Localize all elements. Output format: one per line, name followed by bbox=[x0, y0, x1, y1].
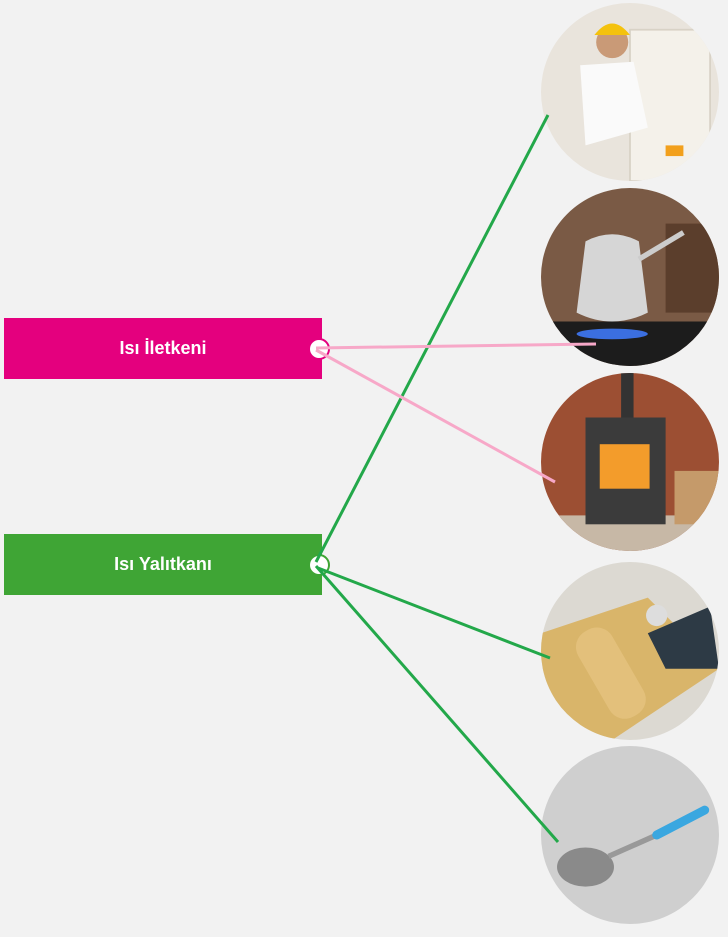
conductor-connector-dot[interactable] bbox=[308, 337, 330, 360]
worker-rolling-glass-wool-image[interactable] bbox=[541, 562, 719, 740]
line-insulator-to-worker-panels bbox=[314, 114, 550, 563]
line-insulator-to-glass-wool bbox=[317, 566, 551, 660]
coffee-pot-on-gas-stove-image[interactable] bbox=[541, 188, 719, 366]
line-conductor-to-stove bbox=[315, 348, 556, 484]
heat-insulator-text: Isı Yalıtkanı bbox=[114, 554, 212, 574]
worker-installing-insulation-panels-image[interactable] bbox=[541, 3, 719, 181]
heat-conductor-label[interactable]: Isı İletkeni bbox=[4, 318, 330, 379]
heat-insulator-label[interactable]: Isı Yalıtkanı bbox=[4, 534, 330, 595]
line-insulator-to-skimmer bbox=[314, 565, 560, 843]
metal-skimmer-ladle-image[interactable] bbox=[541, 746, 719, 924]
line-conductor-to-coffee-pot bbox=[315, 342, 597, 350]
insulator-connector-dot[interactable] bbox=[308, 553, 330, 576]
wood-stove-fireplace-image[interactable] bbox=[541, 373, 719, 551]
heat-conductor-text: Isı İletkeni bbox=[119, 338, 207, 358]
